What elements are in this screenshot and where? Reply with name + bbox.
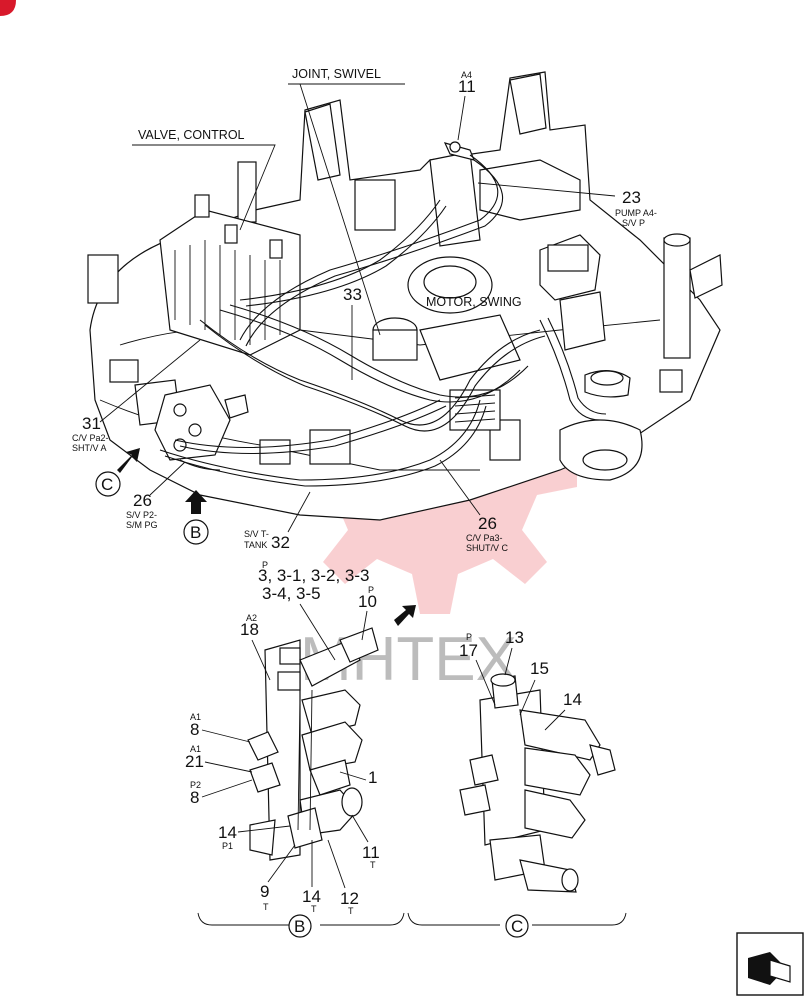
part-11-number: 11	[458, 77, 476, 96]
part-23-sub1: PUMP A4-	[615, 208, 657, 218]
view-b-callout: B	[183, 490, 209, 545]
part-14c-number: 14	[563, 690, 582, 709]
part-3-line2: 3-4, 3-5	[262, 584, 321, 603]
part-32-callout: S/V T- TANK 32	[244, 491, 311, 552]
solenoid-valve-right	[539, 234, 606, 351]
view-c-callout: C	[95, 448, 140, 497]
part-17-sup: P	[466, 632, 472, 642]
detail-view-c	[459, 673, 616, 893]
hose-bundle	[159, 154, 607, 487]
part-15-number: 15	[530, 659, 549, 678]
part-21-number: 21	[185, 752, 204, 771]
part-11b-sub: T	[370, 860, 376, 870]
part-14a-sub: P1	[222, 841, 233, 851]
part-3-sup: P	[262, 560, 268, 570]
corner-mark	[0, 0, 16, 16]
view-braces: B C	[197, 912, 627, 938]
part-1-number: 1	[368, 768, 377, 787]
part-32-sub1: S/V T-	[244, 529, 269, 539]
part-9-number: 9	[260, 882, 269, 901]
part-26a-sub1: S/V P2-	[126, 510, 157, 520]
part-11-callout: A4 11	[457, 70, 476, 141]
part-32-sub2: TANK	[244, 540, 267, 550]
arrow-icon	[117, 448, 140, 473]
detail-c-labels: P 17 13 15 14	[394, 605, 582, 731]
part-21-sup: A1	[190, 744, 201, 754]
part-3-line1: 3, 3-1, 3-2, 3-3	[258, 566, 370, 585]
part-14a-number: 14	[218, 823, 237, 842]
part-33-callout: 33	[343, 285, 362, 380]
shuttle-valve-left	[154, 384, 249, 461]
part-13-number: 13	[505, 628, 524, 647]
part-8b-sup: P2	[190, 780, 201, 790]
part-26b-sub2: SHUT/V C	[466, 543, 509, 553]
detail-b-labels: P 3, 3-1, 3-2, 3-3 3-4, 3-5 P 10 A2 18 A…	[185, 560, 380, 916]
label-valve-control: VALVE, CONTROL	[138, 128, 245, 142]
part-26-right-callout: 26 C/V Pa3- SHUT/V C	[439, 459, 509, 553]
part-8a-sup: A1	[190, 712, 201, 722]
part-26b-number: 26	[478, 514, 497, 533]
part-12-sub: T	[348, 906, 354, 916]
part-31-callout: 31 C/V Pa2- SHT/V A	[72, 339, 201, 453]
part-14b-number: 14	[302, 887, 321, 906]
next-page-icon[interactable]	[736, 932, 804, 996]
part-33-number: 33	[343, 285, 362, 304]
part-26b-sub1: C/V Pa3-	[466, 533, 503, 543]
part-18-sup: A2	[246, 613, 257, 623]
callout-c-letter: C	[101, 475, 113, 494]
callout-b-letter: B	[190, 523, 201, 542]
part-26a-number: 26	[133, 491, 152, 510]
arrow-icon	[185, 490, 207, 514]
part-26a-sub2: S/M PG	[126, 520, 158, 530]
detail-view-b	[247, 627, 379, 861]
part-10-number: 10	[358, 592, 377, 611]
part-18-number: 18	[240, 620, 259, 639]
part-8b-number: 8	[190, 788, 199, 807]
part-10-sup: P	[368, 585, 374, 595]
part-31-sub2: SHT/V A	[72, 443, 107, 453]
part-12-number: 12	[340, 889, 359, 908]
part-11-sup: A4	[461, 70, 472, 80]
arrow-icon	[394, 605, 416, 626]
swivel-joint	[372, 317, 418, 361]
part-26-left-callout: 26 S/V P2- S/M PG	[126, 461, 186, 530]
part-11b-number: 11	[362, 843, 380, 862]
part-23-number: 23	[622, 188, 641, 207]
part-32-number: 32	[271, 533, 290, 552]
part-14b-sub: T	[311, 904, 317, 914]
part-23-callout: 23 PUMP A4- S/V P	[477, 182, 657, 228]
part-31-sub1: C/V Pa2-	[72, 433, 109, 443]
valve-control-callout: VALVE, CONTROL	[132, 128, 276, 231]
part-8a-number: 8	[190, 720, 199, 739]
joint-swivel-callout: JOINT, SWIVEL	[288, 67, 405, 336]
part-9-sub: T	[263, 902, 269, 912]
part-23-sub2: S/V P	[622, 218, 645, 228]
label-joint-swivel: JOINT, SWIVEL	[292, 67, 381, 81]
motor-swing-callout: MOTOR, SWING	[426, 295, 522, 309]
view-b-letter: B	[294, 917, 305, 936]
part-31-number: 31	[82, 414, 101, 433]
view-c-letter: C	[511, 917, 523, 936]
label-motor-swing: MOTOR, SWING	[426, 295, 522, 309]
part-17-number: 17	[459, 641, 478, 660]
